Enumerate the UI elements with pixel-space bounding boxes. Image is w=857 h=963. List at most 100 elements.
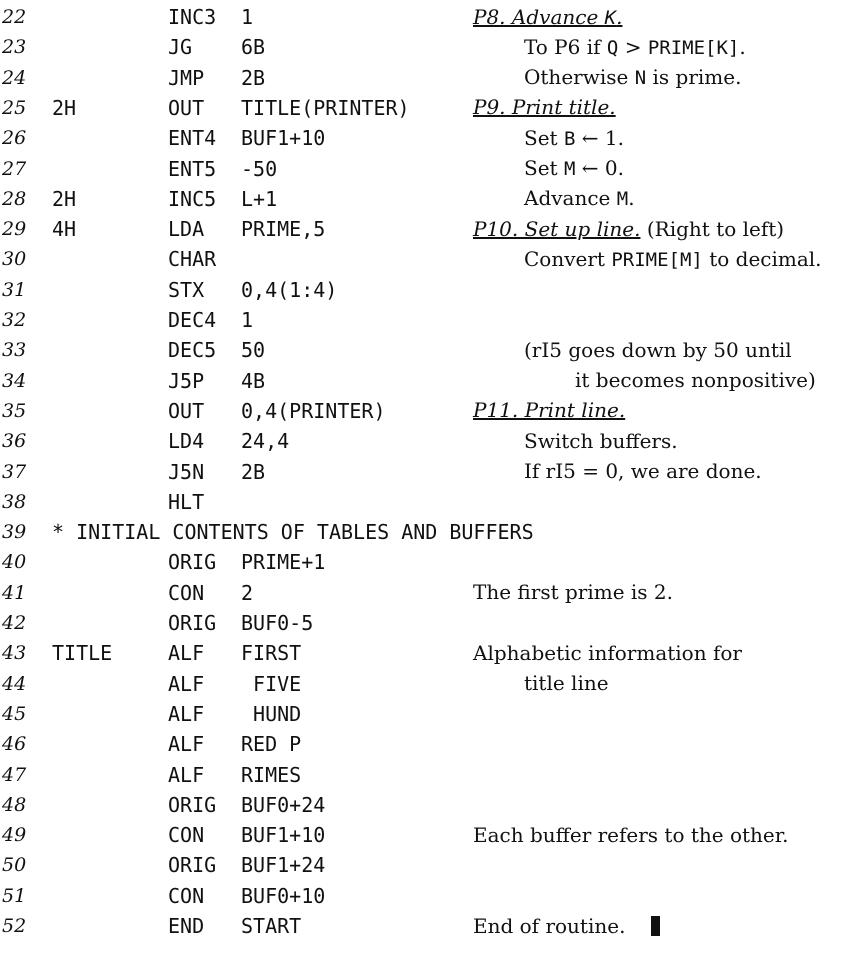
- line-number: 39: [2, 521, 27, 544]
- comment-line-49: Each buffer refers to the other.: [0, 818, 857, 848]
- address-field: 4B: [241, 368, 266, 393]
- address-field: L+1: [241, 186, 278, 211]
- opcode-field: ALF: [168, 762, 205, 787]
- comment-line-29: P10. Set up line. (Right to left): [0, 212, 857, 242]
- address-field: BUF0+10: [241, 883, 326, 908]
- address-field: PRIME,5: [241, 217, 326, 242]
- address-field: FIRST: [241, 641, 302, 666]
- line-number: 47: [2, 763, 27, 786]
- comment-line-52: End of routine.: [0, 909, 857, 939]
- opcode-field: INC5: [168, 186, 217, 211]
- line-number: 42: [2, 612, 27, 634]
- opcode-field: J5P: [168, 368, 205, 393]
- line-number: 23: [2, 36, 27, 59]
- p9-l3-end: .: [628, 186, 635, 210]
- line-number: 37: [2, 460, 27, 483]
- opcode-field: ALF: [168, 641, 205, 666]
- p9-l1-pre: Set: [524, 126, 564, 150]
- comment-line-34: it becomes nonpositive): [0, 363, 857, 393]
- comment-line-30: Convert PRIME[M] to decimal.: [0, 242, 857, 272]
- comment-p10-line3: it becomes nonpositive): [575, 368, 816, 392]
- step-heading-p10: P10. Set up line.: [473, 217, 641, 241]
- line-number: 36: [2, 430, 27, 453]
- address-field: 24,4: [241, 429, 290, 454]
- opcode-field: OUT: [168, 398, 205, 423]
- comment-line-23: To P6 if Q > PRIME[K].: [0, 30, 857, 60]
- comment-line-22: P8. Advance K.: [0, 0, 857, 30]
- address-field: PRIME+1: [241, 550, 326, 575]
- p8-l2-pre: Otherwise: [524, 65, 635, 89]
- address-field: BUF1+10: [241, 126, 326, 151]
- comment-alpha-line2: title line: [524, 671, 609, 695]
- comment-line-41: The first prime is 2.: [0, 575, 857, 605]
- line-number: 30: [2, 248, 27, 271]
- address-field: BUF1+24: [241, 853, 326, 878]
- step-heading-p8: P8. Advance K.: [473, 6, 622, 29]
- line-number: 48: [2, 793, 27, 816]
- opcode-field: STX: [168, 277, 205, 302]
- comment-p9-line2: Set M ← 0.: [524, 157, 624, 180]
- line-number: 34: [2, 369, 27, 392]
- opcode-field: ENT4: [168, 126, 217, 151]
- comment-line-36: Switch buffers.: [0, 424, 857, 454]
- p8-l1-pre: To P6 if: [524, 35, 607, 59]
- p10-l1-end: to decimal.: [702, 247, 822, 271]
- address-field: HUND: [241, 701, 302, 726]
- address-field: 1: [241, 308, 254, 332]
- listing-line: 32 DEC4 1: [0, 303, 857, 333]
- listing-line: 39* INITIAL CONTENTS OF TABLES AND BUFFE…: [0, 515, 857, 545]
- address-field: 2B: [241, 65, 266, 90]
- listing-line: 47 ALF RIMES: [0, 758, 857, 788]
- opcode-field: ORIG: [168, 853, 217, 878]
- line-number: 45: [2, 702, 27, 725]
- address-field: 50: [241, 338, 266, 363]
- opcode-field: JMP: [168, 65, 205, 90]
- address-field: 6B: [241, 35, 266, 60]
- line-number: 26: [2, 127, 27, 150]
- comment-line-33: (rI5 goes down by 50 until: [0, 333, 857, 363]
- opcode-field: ALF: [168, 732, 205, 757]
- opcode-field: CON: [168, 580, 205, 605]
- opcode-field: CON: [168, 883, 205, 908]
- line-number: 32: [2, 309, 27, 331]
- p8-l1-mid: >: [618, 35, 648, 59]
- listing-line: 26 ENT4 BUF1+10: [0, 121, 857, 151]
- line-number: 38: [2, 490, 27, 513]
- address-field: TITLE(PRINTER): [241, 95, 410, 120]
- address-field: RED P: [241, 732, 302, 757]
- comment-p11-line1: Switch buffers.: [524, 429, 678, 453]
- comment-first-prime: The first prime is 2.: [473, 580, 673, 604]
- line-number: 49: [2, 824, 27, 847]
- opcode-field: ALF: [168, 671, 205, 696]
- address-field: RIMES: [241, 762, 302, 787]
- line-number: 31: [2, 278, 27, 301]
- comment-line-44: title line: [0, 666, 857, 696]
- p9-l2-var: M: [563, 158, 576, 180]
- p10-l1-pre: Convert: [524, 247, 612, 271]
- address-field: FIVE: [241, 671, 302, 696]
- opcode-field: DEC4: [168, 308, 217, 332]
- comment-end: End of routine.: [473, 915, 661, 937]
- address-field: BUF1+10: [241, 823, 326, 848]
- p9-l3-pre: Advance: [524, 186, 617, 210]
- line-number: 25: [2, 96, 27, 119]
- address-field: BUF0+24: [241, 792, 326, 817]
- address-field: START: [241, 914, 302, 938]
- comment-line-24: Otherwise N is prime.: [0, 60, 857, 90]
- address-field: 1: [241, 5, 254, 29]
- comment-p10-line2: (rI5 goes down by 50 until: [524, 338, 792, 362]
- p9-l2-pre: Set: [524, 156, 564, 180]
- location-field: 4H: [52, 217, 77, 242]
- line-number: 40: [2, 551, 27, 574]
